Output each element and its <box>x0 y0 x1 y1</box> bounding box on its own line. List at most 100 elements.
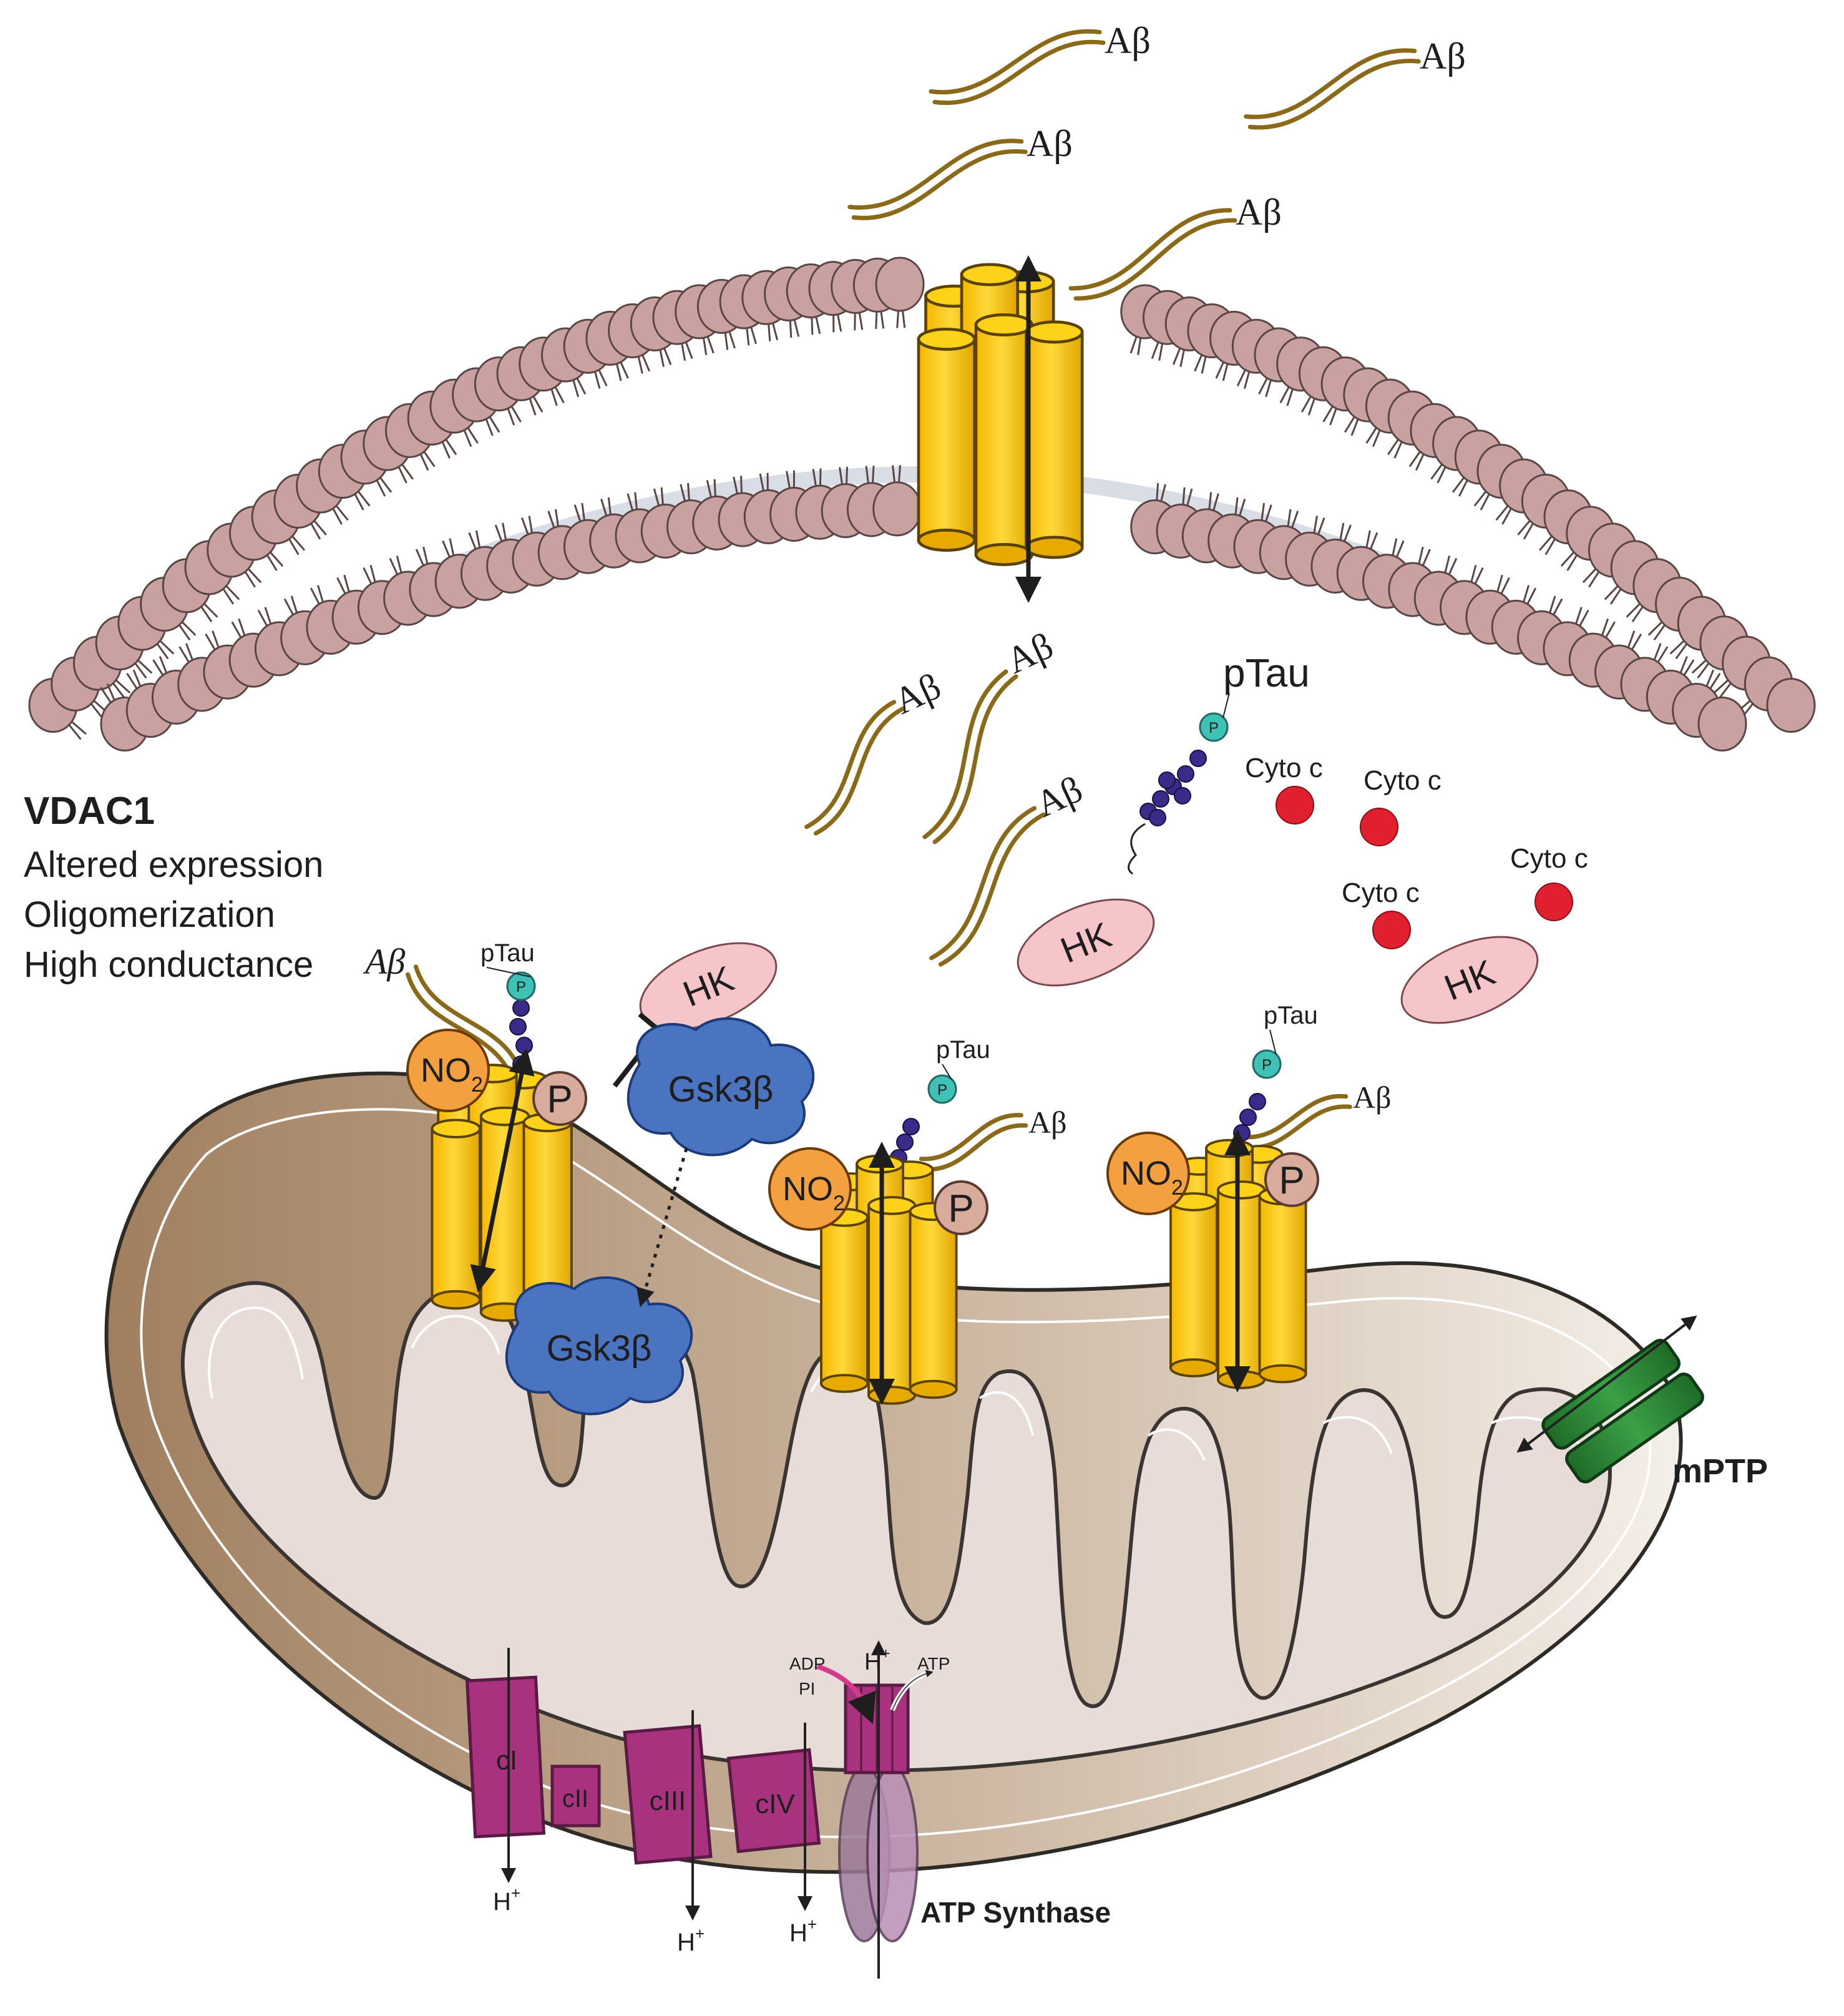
vdac-cylinder-body <box>431 1127 481 1301</box>
adp-label: ADP <box>789 1654 826 1673</box>
atp-synthase-hplus: H+ <box>864 1645 890 1675</box>
p-label: P <box>547 1078 572 1121</box>
lipid <box>1697 696 1747 752</box>
phosphorylation-site: P <box>532 1071 587 1126</box>
cytochrome-c: Cyto c <box>1360 765 1442 846</box>
vdac-cylinder-base <box>974 543 1033 566</box>
vdac-cylinder-top <box>917 328 977 351</box>
complex-4-label: cIV <box>755 1789 795 1819</box>
vdac-left-channel-arrow <box>470 1048 535 1293</box>
p-label: P <box>1279 1159 1304 1202</box>
no2-circle <box>768 1147 852 1231</box>
vdac-cylinder-top <box>960 263 1019 286</box>
ptau-bead <box>1249 1093 1266 1110</box>
hexokinase: HK <box>1400 936 1539 1024</box>
ptau-bead <box>902 1118 920 1135</box>
lipid-head <box>1766 677 1816 733</box>
ptau-bead <box>1149 809 1166 826</box>
abeta-strand <box>932 674 1018 844</box>
cyto-c-dot <box>1276 786 1314 825</box>
ptau-bead <box>509 1018 527 1035</box>
no2-label: NO2 <box>783 1170 845 1215</box>
complex-1-hplus: H+ <box>493 1884 520 1916</box>
vdac-cylinder-base <box>867 1386 917 1405</box>
abeta-label: Aβ <box>363 941 405 982</box>
abeta-strand <box>1073 218 1237 301</box>
vdac-cylinder-base <box>917 529 977 552</box>
complex-2: cII <box>550 1764 601 1828</box>
mptp-pore: mPTP <box>1516 1315 1768 1490</box>
abeta-peptide: Aβ <box>1244 36 1466 130</box>
cytochrome-c: Cyto c <box>1342 878 1420 949</box>
phosphate-bead <box>927 1074 957 1104</box>
no2-label: NO2 <box>1121 1155 1183 1200</box>
abeta-label: Aβ <box>1353 1080 1392 1115</box>
abeta-label: Aβ <box>1420 36 1466 77</box>
vdac1-line-2: Oligomerization <box>24 894 275 935</box>
vdac-cylinder-top <box>974 313 1033 336</box>
complex-4: cIV H+ <box>726 1723 821 1947</box>
vdac-cylinder-body <box>1217 1188 1266 1381</box>
abeta-peptide: Aβ <box>1241 1080 1392 1150</box>
no2-circle <box>1106 1132 1190 1215</box>
vdac-cylinder-body <box>917 338 977 542</box>
cyto-c-dot <box>1372 911 1411 949</box>
lipid <box>1766 677 1816 733</box>
ptau-label: pTau <box>1264 1002 1318 1029</box>
abeta-strand <box>919 1113 1023 1162</box>
abeta-label: Aβ <box>1105 20 1151 61</box>
cytochrome-c: Cyto c <box>1510 843 1588 921</box>
cyto-c-label: Cyto c <box>1510 843 1588 874</box>
cyto-c-label: Cyto c <box>1342 878 1420 908</box>
vdac-cylinder-body <box>1258 1195 1307 1375</box>
vdac-cylinder-body <box>974 323 1033 556</box>
p-circle <box>1264 1152 1319 1207</box>
vdac-cylinder-base <box>820 1374 869 1393</box>
complex-3-hplus: H+ <box>677 1924 705 1956</box>
phosphate-label: P <box>1209 720 1219 736</box>
ptau-bead <box>515 1037 533 1054</box>
abeta-peptide: Aβ <box>804 665 947 836</box>
gsk-translocation-arrow <box>636 1148 688 1308</box>
no2-modification: NO2 <box>768 1147 852 1231</box>
outer-leaflet-heads <box>28 257 1816 740</box>
phosphate-bead <box>1199 712 1229 742</box>
gsk-shape <box>505 1276 693 1416</box>
complex-1-label: cI <box>496 1745 517 1776</box>
vdac-cylinder-top <box>867 1196 917 1215</box>
p-circle <box>532 1071 587 1126</box>
complex-3-label: cIII <box>650 1786 686 1816</box>
plasma-membrane-bilayer <box>28 257 1816 752</box>
abeta-strand <box>1244 48 1417 119</box>
lipid <box>872 465 922 537</box>
ptau-bead <box>512 999 530 1017</box>
p-label: P <box>948 1187 973 1230</box>
phosphate-bead <box>1252 1049 1282 1079</box>
abeta-strand <box>847 139 1024 210</box>
cytochrome-c: Cyto c <box>1245 753 1323 825</box>
no2-label: NO2 <box>421 1052 483 1097</box>
abeta-peptide: Aβ <box>1068 192 1282 301</box>
hexokinase: HK <box>1017 898 1155 987</box>
vdac-cylinder-top <box>1217 1180 1266 1200</box>
lipid-head <box>872 481 922 537</box>
hk-shape <box>1400 936 1539 1024</box>
ptau-bead <box>1152 790 1169 808</box>
gsk-label: Gsk3β <box>547 1328 652 1369</box>
no2-sub: 2 <box>471 1073 483 1097</box>
vdac-cylinder-base <box>1025 536 1084 559</box>
abeta-peptide: Aβ <box>929 20 1151 105</box>
ptau-bead <box>1233 1124 1251 1142</box>
no2-modification: NO2 <box>406 1029 490 1112</box>
ptau-label: pTau <box>1223 650 1310 695</box>
complex-1: cI H+ <box>465 1648 546 1916</box>
ptau-tail <box>1128 823 1146 875</box>
ptau-bead <box>1158 771 1176 789</box>
phosphate-label: P <box>937 1082 947 1099</box>
abeta-strand <box>813 706 905 836</box>
lipid-head <box>875 257 925 312</box>
vdac-cylinder-base <box>909 1379 958 1399</box>
gsk-shape <box>627 1017 815 1157</box>
